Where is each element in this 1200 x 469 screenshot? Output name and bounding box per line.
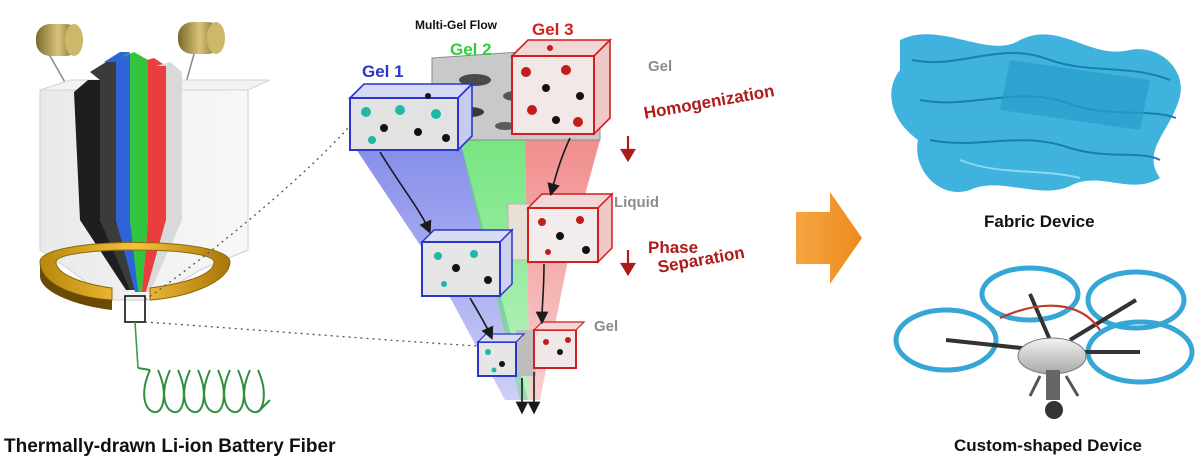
custom-device-caption: Custom-shaped Device [954, 436, 1142, 455]
phase-label-liquid: Liquid [614, 194, 659, 211]
step-arrows [620, 136, 636, 277]
phase-label-gel-top: Gel [648, 58, 673, 75]
fiber-coil [137, 367, 271, 414]
multi-gel-flow-diagram [348, 38, 636, 415]
phase-label-gel-bottom: Gel [594, 318, 619, 335]
gel1-label: Gel 1 [362, 62, 404, 81]
phase-label-line1: Phase [648, 238, 699, 257]
battery-fiber-caption: Thermally-drawn Li-ion Battery Fiber [4, 436, 336, 457]
gel3-label: Gel 3 [532, 20, 574, 39]
gel-band-bottom [516, 330, 536, 376]
liquid-cube-red [526, 192, 614, 264]
process-arrow [796, 192, 862, 284]
thermal-drawing-illustration [36, 22, 271, 414]
zoom-callout-lines [144, 127, 479, 347]
gel2-label: Gel 2 [450, 40, 492, 59]
preform-layers [74, 52, 182, 292]
final-cube-red [532, 321, 586, 369]
gel3-cube [510, 38, 612, 136]
drone-device-illustration [893, 265, 1195, 419]
fabric-device-caption: Fabric Device [984, 212, 1095, 231]
flow-arrows [379, 137, 571, 415]
fabric-device-illustration [891, 34, 1181, 192]
gel1-cube [348, 82, 474, 152]
liquid-cube-blue [420, 228, 514, 298]
multi-gel-flow-title: Multi-Gel Flow [415, 18, 497, 32]
heater-ring [39, 242, 231, 310]
